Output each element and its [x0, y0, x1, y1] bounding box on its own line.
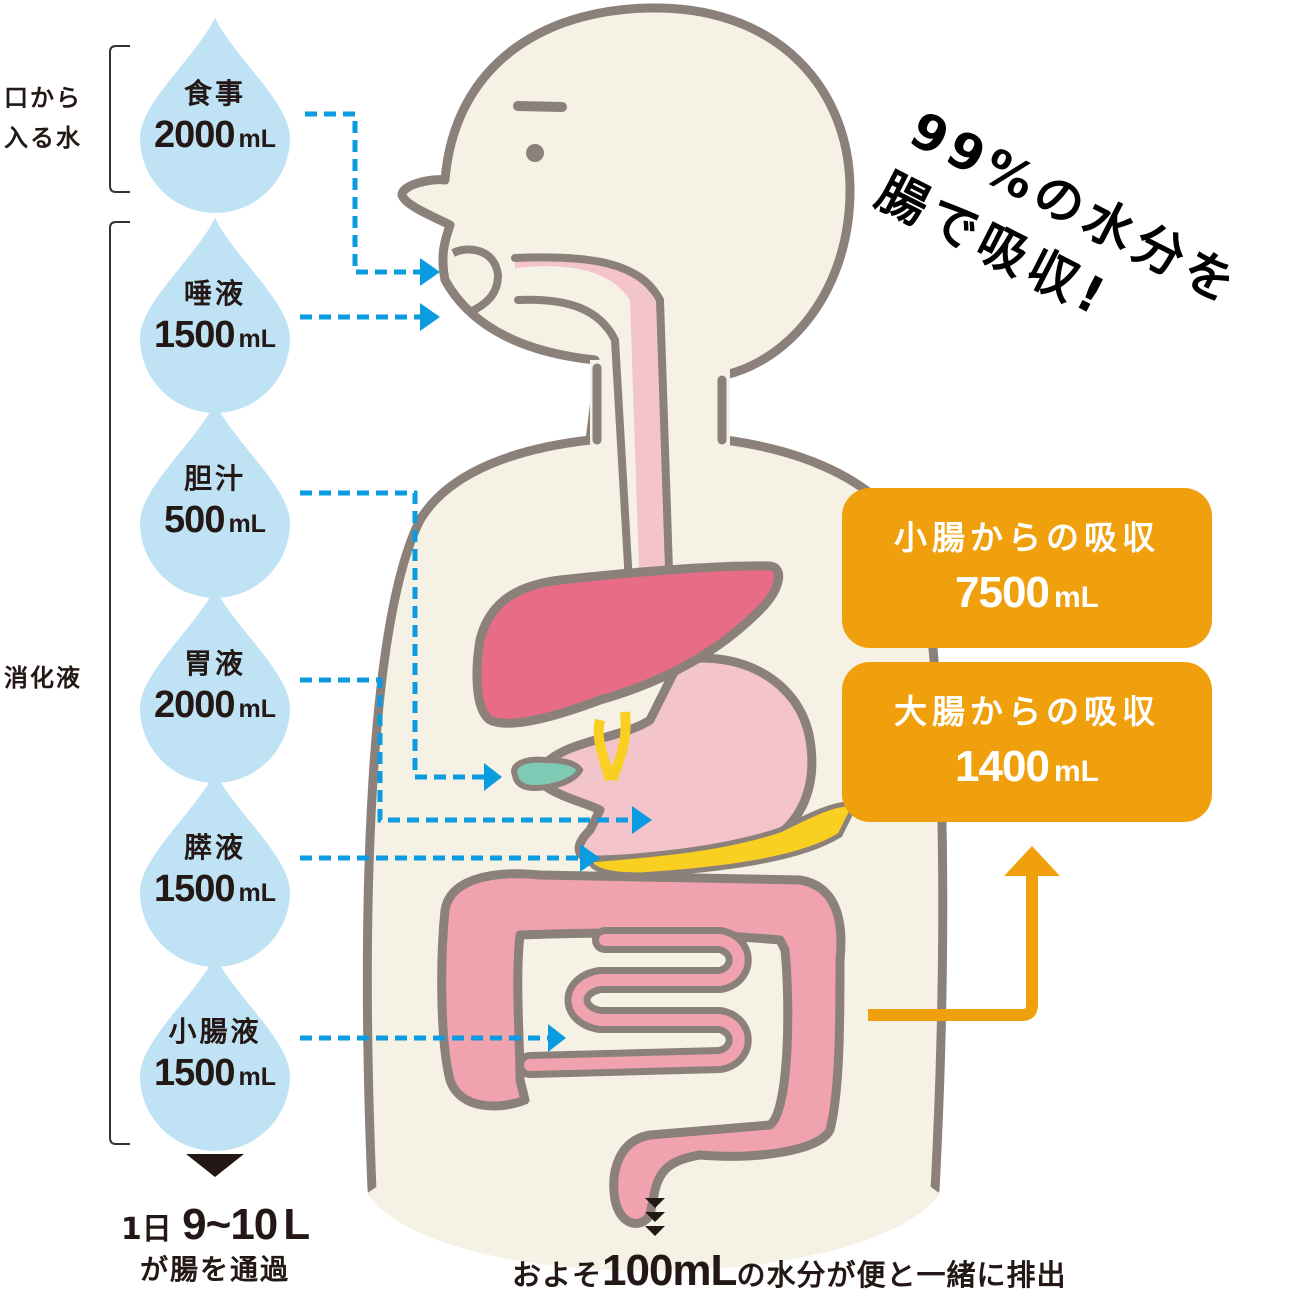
total-amount: 9~10 — [182, 1200, 278, 1249]
absorption-title: 小腸からの吸収 — [894, 518, 1160, 557]
absorption-amount: 7500 — [955, 568, 1050, 617]
water-drop — [140, 218, 290, 413]
input-name: 食事 — [183, 77, 246, 110]
input-name: 唾液 — [183, 277, 246, 310]
absorption-arrowhead — [1004, 846, 1060, 876]
input-name: 胃液 — [183, 647, 246, 680]
gallbladder — [511, 756, 584, 792]
arrowhead-pancreatic — [580, 844, 600, 872]
excretion-suffix: の水分が便と一緒に排出 — [736, 1258, 1067, 1292]
bile-duct — [593, 711, 631, 782]
absorption-unit: mL — [1053, 755, 1099, 788]
liver — [472, 561, 784, 728]
excretion-prefix: およそ — [512, 1258, 603, 1292]
water-drop — [140, 18, 290, 213]
absorption-amount: 1400 — [955, 742, 1050, 791]
stomach — [534, 653, 817, 865]
arrow-gastric — [300, 677, 636, 823]
label-mouth-water: 口から 入る水 — [4, 78, 82, 158]
input-unit: mL — [238, 879, 277, 907]
input-name: 胆汁 — [183, 462, 246, 495]
excretion-amount: 100mL — [602, 1246, 737, 1295]
head — [397, 3, 855, 450]
label-mouth-water-line1: 口から — [4, 84, 82, 112]
bracket-mouth-water — [109, 45, 130, 193]
arrowhead-saliva — [420, 303, 440, 331]
label-mouth-water-line2: 入る水 — [4, 124, 82, 152]
water-drop — [140, 956, 290, 1151]
input-amount: 2000 — [153, 684, 236, 726]
input-amount: 1500 — [153, 868, 236, 910]
eye — [526, 144, 544, 162]
excretion-triangles — [645, 1198, 665, 1236]
absorption-title: 大腸からの吸収 — [894, 692, 1160, 731]
input-amount: 1500 — [153, 314, 236, 356]
eyebrow — [513, 101, 567, 112]
mouth — [451, 245, 503, 316]
water-drop — [140, 403, 290, 598]
arrowhead-meal — [420, 258, 440, 286]
absorption-arrow — [868, 870, 1038, 1021]
input-unit: mL — [238, 325, 277, 353]
input-unit: mL — [228, 510, 266, 538]
arrowhead-intestinal — [548, 1024, 566, 1052]
label-digestive-juice: 消化液 — [4, 664, 82, 692]
input-amount: 500 — [164, 499, 225, 541]
input-unit: mL — [238, 1063, 277, 1091]
input-amount: 1500 — [153, 1052, 236, 1094]
total-unit: L — [283, 1200, 310, 1249]
excretion-note: およそ100mLの水分が便と一緒に排出 — [512, 1246, 1066, 1296]
absorption-unit: mL — [1053, 581, 1099, 614]
arrowhead-gastric — [632, 806, 652, 834]
input-arrows — [300, 111, 636, 1041]
total-prefix: 1日 — [120, 1212, 172, 1247]
arrow-meal — [305, 111, 425, 275]
input-amount: 2000 — [153, 114, 236, 156]
total-suffix: が腸を通過 — [139, 1253, 290, 1286]
input-name: 膵液 — [183, 831, 246, 864]
water-drop — [140, 772, 290, 967]
arrow-bile — [300, 490, 488, 780]
input-unit: mL — [238, 695, 277, 723]
input-unit: mL — [238, 125, 277, 153]
bracket-digestive-juice — [109, 221, 130, 1145]
arrowhead-bile — [484, 763, 502, 791]
input-name: 小腸液 — [168, 1015, 262, 1048]
total-down-triangle — [186, 1154, 244, 1177]
water-drop — [140, 588, 290, 783]
